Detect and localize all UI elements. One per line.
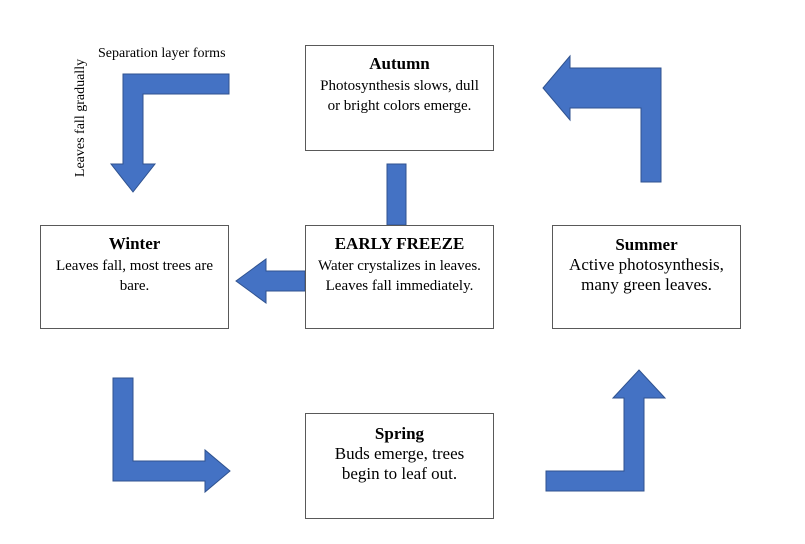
autumn-title: Autumn — [369, 54, 430, 73]
early-freeze-title: EARLY FREEZE — [334, 234, 465, 253]
spring-node: Spring Buds emerge, trees begin to leaf … — [305, 413, 494, 519]
early-freeze-node: EARLY FREEZE Water crystalizes in leaves… — [305, 225, 494, 329]
leaves-fall-gradually-label: Leaves fall gradually — [73, 58, 88, 178]
spring-title: Spring — [374, 424, 425, 443]
arrow-autumn-to-winter — [109, 73, 230, 193]
early-freeze-description: Water crystalizes in leaves. Leaves fall… — [318, 258, 481, 294]
separation-layer-label: Separation layer forms — [98, 46, 226, 61]
arrow-spring-to-summer — [545, 369, 667, 492]
summer-description: Active photosynthesis, many green leaves… — [569, 255, 724, 294]
autumn-description: Photosynthesis slows, dull or bright col… — [320, 78, 479, 114]
arrow-summer-to-autumn — [542, 54, 662, 183]
winter-node: Winter Leaves fall, most trees are bare. — [40, 225, 229, 329]
arrow-winter-to-spring — [112, 377, 231, 494]
winter-description: Leaves fall, most trees are bare. — [55, 258, 213, 294]
arrow-freeze-to-winter — [235, 258, 306, 304]
winter-title: Winter — [108, 234, 161, 253]
autumn-node: Autumn Photosynthesis slows, dull or bri… — [305, 45, 494, 151]
summer-title: Summer — [615, 235, 678, 254]
connector-autumn-to-freeze — [386, 163, 407, 226]
summer-node: Summer Active photosynthesis, many green… — [552, 225, 741, 329]
spring-description: Buds emerge, trees begin to leaf out. — [334, 444, 465, 483]
